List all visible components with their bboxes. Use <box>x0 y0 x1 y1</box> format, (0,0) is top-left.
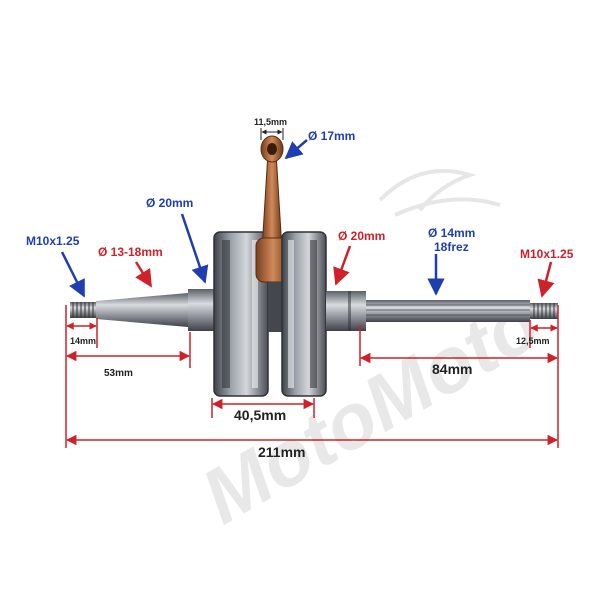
label-right-thread: M10x1.25 <box>520 247 574 261</box>
labels: 11,5mm Ø 17mm Ø 20mm M10x1.25 Ø 13-18mm … <box>26 117 574 460</box>
arrow-left-taper <box>134 261 153 288</box>
left-journal <box>188 289 214 331</box>
dimension-lines <box>65 305 559 448</box>
arrow-small-end <box>284 139 308 160</box>
label-spline-teeth: 18frez <box>434 240 469 254</box>
label-left-shaft-len: 53mm <box>104 368 133 379</box>
spline-grooves <box>366 304 530 316</box>
crankshaft <box>70 135 558 397</box>
label-right-shaft-len: 84mm <box>432 361 472 377</box>
watermark-logo-icon <box>378 168 501 217</box>
connecting-rod <box>255 135 291 283</box>
left-taper <box>96 293 188 327</box>
pointer-arrows <box>60 139 555 298</box>
label-left-taper: Ø 13-18mm <box>98 245 163 259</box>
right-thread-ridges <box>533 303 555 319</box>
label-right-bearing-dia: Ø 20mm <box>338 229 385 243</box>
arrow-right-thread <box>537 261 555 298</box>
dim-conrod-width <box>260 128 284 140</box>
left-thread-end <box>70 302 96 318</box>
right-thread-end <box>530 303 558 319</box>
left-thread-ridges <box>72 302 94 318</box>
label-right-thread-len: 12,5mm <box>516 336 550 346</box>
label-conrod-width: 11,5mm <box>254 117 287 127</box>
arrow-right-bearing <box>333 245 352 286</box>
label-left-thread: M10x1.25 <box>26 234 80 248</box>
label-left-bearing-dia: Ø 20mm <box>146 196 193 210</box>
arrow-left-bearing <box>180 213 209 284</box>
arrow-left-thread <box>60 251 86 298</box>
label-spline-dia: Ø 14mm <box>428 226 475 240</box>
label-small-end-dia: Ø 17mm <box>308 129 355 143</box>
label-left-thread-len: 14mm <box>70 336 96 346</box>
spline-shaft <box>366 300 530 322</box>
label-web-width: 40,5mm <box>234 407 286 423</box>
right-journal <box>326 291 366 331</box>
label-total-len: 211mm <box>258 444 305 460</box>
